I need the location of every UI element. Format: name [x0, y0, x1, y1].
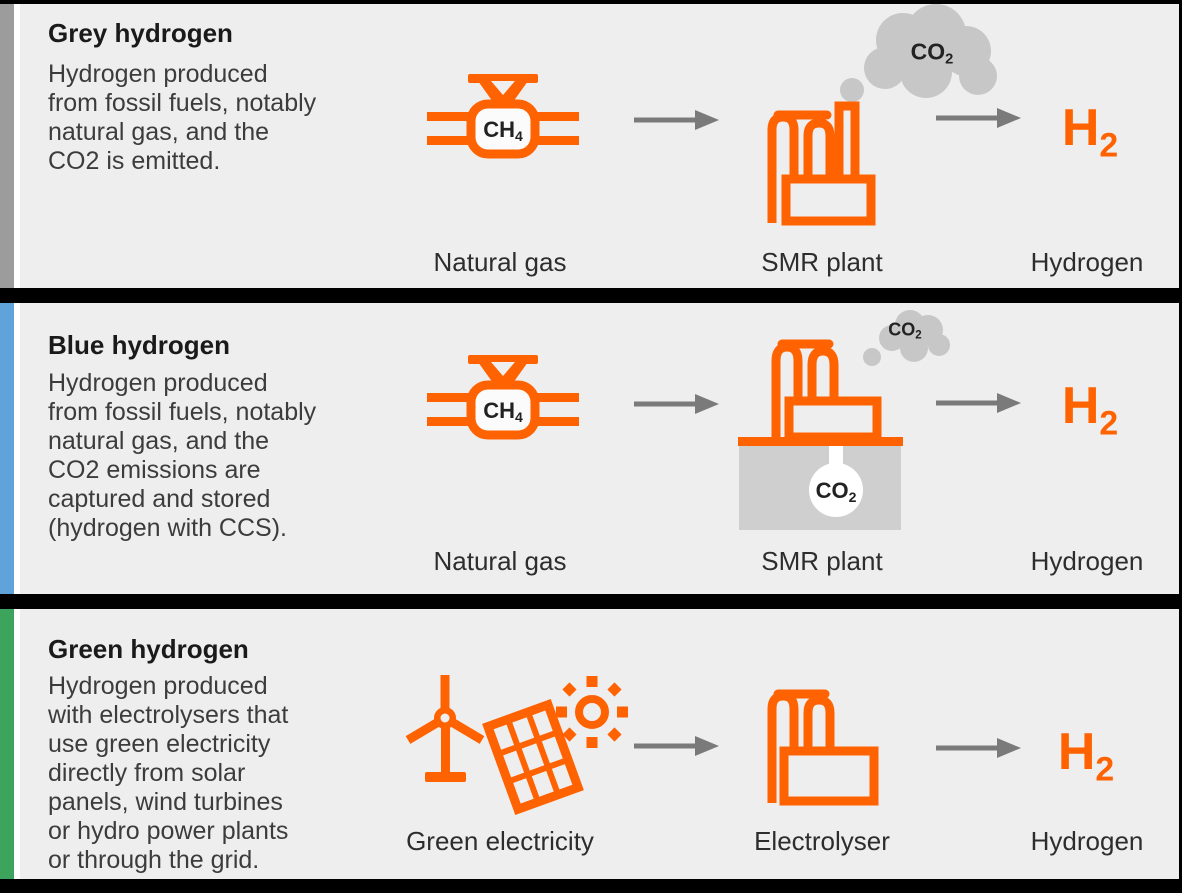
separator-bar — [0, 594, 1182, 609]
source-label: Green electricity — [406, 826, 594, 856]
arrow-right-icon — [936, 393, 1021, 413]
arrow-right-icon — [634, 394, 719, 414]
grey-accent-bar — [0, 4, 14, 288]
source-label: Natural gas — [433, 546, 567, 576]
h2-base: H — [1061, 377, 1100, 435]
co2-cloud-label: CO2 — [910, 38, 954, 68]
green-hydrogen-panel: Green hydrogen Hydrogen produced with el… — [0, 609, 1182, 879]
arrow-right-icon — [936, 108, 1021, 128]
bottom-frame-bar — [0, 879, 1182, 893]
panel-background — [20, 303, 1182, 594]
sun-icon — [556, 676, 628, 748]
co2-cloud-icon — [840, 4, 997, 102]
h2-subscript: 2 — [1099, 126, 1119, 165]
co2-storage-label: CO2 — [815, 478, 857, 505]
plant-label: Electrolyser — [754, 826, 890, 856]
co2-subscript: 2 — [915, 329, 922, 342]
co2-base: CO — [888, 319, 916, 340]
separator-bar — [0, 288, 1182, 303]
smr-plant-icon — [767, 101, 876, 226]
wind-turbine-icon — [405, 675, 485, 782]
panel-title: Grey hydrogen — [48, 18, 233, 48]
output-label: Hydrogen — [1030, 546, 1144, 576]
co2-base: CO — [910, 38, 946, 65]
panel-title: Green hydrogen — [48, 634, 249, 664]
ch4-subscript: 4 — [514, 408, 523, 425]
panel-description: Hydrogen produced from fossil fuels, not… — [48, 369, 317, 542]
ch4-base: CH — [483, 398, 515, 423]
top-frame-bar — [0, 0, 1182, 4]
plant-label: SMR plant — [761, 247, 883, 277]
gas-valve-icon — [427, 355, 579, 440]
source-label: Natural gas — [433, 247, 567, 277]
right-frame-bar — [1179, 0, 1182, 893]
h2-subscript: 2 — [1095, 750, 1115, 789]
arrow-right-icon — [634, 736, 719, 756]
panel-description: Hydrogen produced with electrolysers tha… — [48, 672, 289, 874]
electrolyser-icon — [767, 689, 879, 806]
co2-cloud-label: CO2 — [888, 319, 922, 342]
co2-base: CO — [815, 478, 849, 503]
ch4-label: CH4 — [483, 398, 523, 425]
hydrogen-molecule: H2 — [1057, 722, 1114, 788]
smr-ccs-plant-icon — [738, 339, 903, 530]
output-label: Hydrogen — [1030, 826, 1144, 856]
hydrogen-molecule: H2 — [1061, 376, 1118, 442]
co2-cloud-icon — [863, 310, 950, 366]
ch4-base: CH — [483, 117, 515, 142]
blue-accent-bar — [0, 303, 14, 594]
arrow-right-icon — [936, 738, 1021, 758]
arrow-right-icon — [634, 110, 719, 130]
panel-description: Hydrogen produced from fossil fuels, not… — [48, 60, 317, 175]
plant-label: SMR plant — [761, 546, 883, 576]
grey-hydrogen-panel: Grey hydrogen Hydrogen produced from fos… — [0, 4, 1182, 288]
h2-base: H — [1057, 723, 1096, 781]
hydrogen-molecule: H2 — [1061, 98, 1118, 164]
solar-panel-icon — [482, 698, 584, 816]
green-accent-bar — [0, 609, 14, 879]
ch4-subscript: 4 — [514, 127, 523, 144]
panel-background — [20, 609, 1182, 879]
output-label: Hydrogen — [1030, 247, 1144, 277]
h2-base: H — [1061, 99, 1100, 157]
panel-title: Blue hydrogen — [48, 330, 231, 360]
h2-subscript: 2 — [1099, 404, 1119, 443]
co2-subscript: 2 — [848, 488, 857, 505]
ch4-label: CH4 — [483, 117, 523, 144]
gas-valve-icon — [427, 74, 579, 159]
co2-subscript: 2 — [945, 51, 954, 68]
blue-hydrogen-panel: Blue hydrogen Hydrogen produced from fos… — [0, 303, 1182, 594]
